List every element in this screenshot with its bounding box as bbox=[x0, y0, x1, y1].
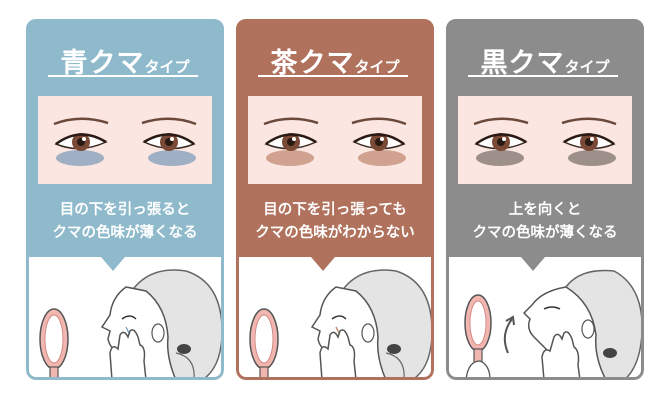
woman-pulling-eye-illustration bbox=[39, 269, 223, 380]
speech-notch bbox=[311, 257, 335, 271]
desc-line-2: クマの色味が薄くなる bbox=[52, 225, 198, 241]
card-illustration bbox=[236, 257, 434, 380]
title-underline bbox=[468, 75, 618, 77]
under-eye-shadow bbox=[358, 150, 406, 166]
title-main: 青クマ bbox=[60, 48, 145, 79]
speech-notch bbox=[101, 257, 125, 271]
eyes-closeup bbox=[38, 96, 212, 184]
speech-notch bbox=[521, 257, 545, 271]
title-underline bbox=[258, 75, 408, 77]
eyes-illustration bbox=[53, 117, 197, 166]
blue-bags-card: 青クマタイプ 目の下を引っ張ると クマの色味が薄くなる bbox=[26, 19, 224, 380]
woman-looking-up-illustration bbox=[464, 269, 643, 380]
title-underline bbox=[48, 75, 198, 77]
card-title: 茶クマタイプ bbox=[236, 41, 434, 80]
title-main: 黒クマ bbox=[480, 48, 565, 79]
desc-line-1: 上を向くと bbox=[508, 202, 582, 218]
desc-line-1: 目の下を引っ張っても bbox=[263, 202, 407, 218]
black-bags-card: 黒クマタイプ 上を向くと クマの色味が薄くなる bbox=[446, 19, 644, 380]
under-eye-shadow bbox=[476, 150, 524, 166]
card-illustration bbox=[26, 257, 224, 380]
desc-line-1: 目の下を引っ張ると bbox=[59, 202, 191, 218]
card-title: 黒クマタイプ bbox=[446, 41, 644, 80]
title-sub: タイプ bbox=[564, 58, 610, 76]
card-description: 目の下を引っ張ると クマの色味が薄くなる bbox=[26, 199, 224, 245]
title-sub: タイプ bbox=[144, 58, 190, 76]
under-eye-shadow bbox=[266, 150, 314, 166]
eyes-closeup bbox=[248, 96, 422, 184]
desc-line-2: クマの色味が薄くなる bbox=[472, 225, 618, 241]
desc-line-2: クマの色味がわからない bbox=[255, 225, 415, 241]
eyes-illustration bbox=[473, 117, 617, 166]
title-sub: タイプ bbox=[354, 58, 400, 76]
woman-pulling-eye-illustration bbox=[249, 269, 433, 380]
brown-bags-card: 茶クマタイプ 目の下を引っ張っても クマの色味がわからない bbox=[236, 19, 434, 380]
eyes-illustration bbox=[263, 117, 407, 166]
under-eye-shadow bbox=[56, 150, 104, 166]
under-eye-shadow bbox=[148, 150, 196, 166]
card-description: 上を向くと クマの色味が薄くなる bbox=[446, 199, 644, 245]
eyes-closeup bbox=[458, 96, 632, 184]
title-main: 茶クマ bbox=[270, 48, 355, 79]
under-eye-shadow bbox=[568, 150, 616, 166]
card-illustration bbox=[446, 257, 644, 380]
card-description: 目の下を引っ張っても クマの色味がわからない bbox=[236, 199, 434, 245]
card-title: 青クマタイプ bbox=[26, 41, 224, 80]
